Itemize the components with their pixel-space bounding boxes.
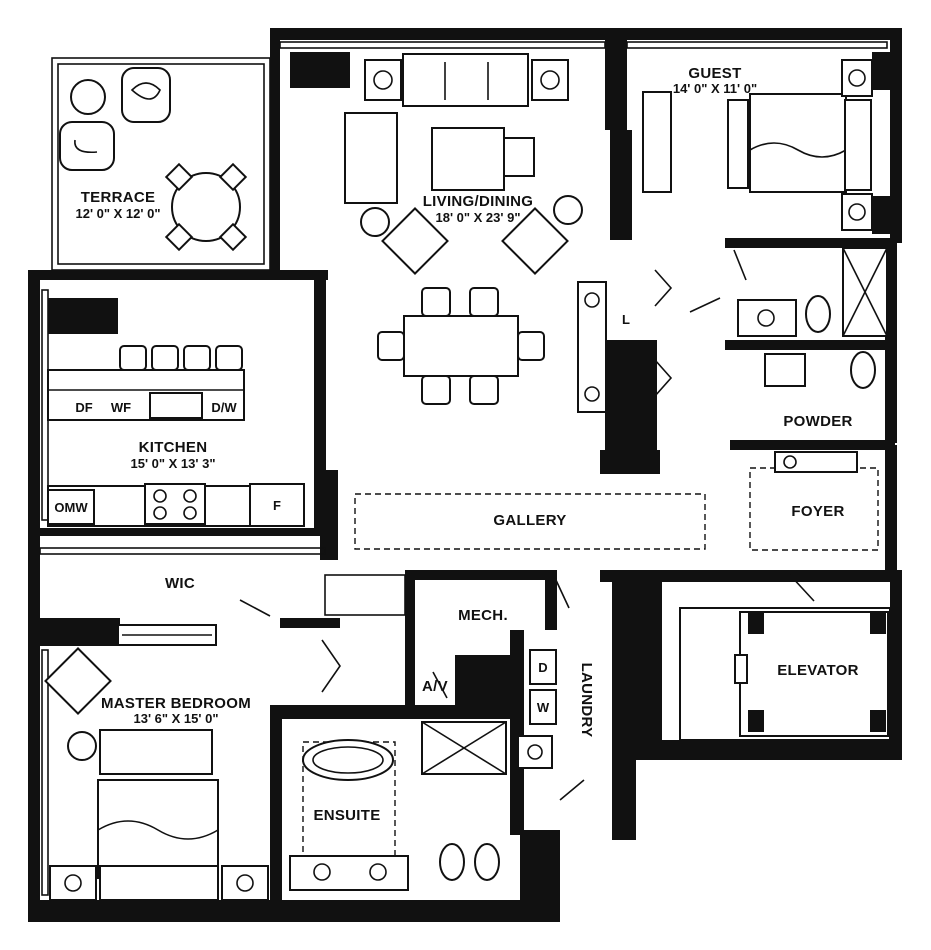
ensuite-fixtures: [289, 721, 507, 891]
kitchen-dims: 15' 0" X 13' 3": [130, 456, 215, 471]
gallery-foyer: [354, 451, 879, 551]
living-dining-dims: 18' 0" X 23' 9": [435, 210, 520, 225]
appliance-labels: DF WF D/W OMW F L D W: [54, 312, 630, 715]
appliance-linen: L: [622, 312, 630, 327]
appliance-fridge: F: [273, 498, 281, 513]
av-name: A/V: [422, 678, 448, 695]
kitchen-fixtures: [47, 298, 305, 527]
kitchen-name: KITCHEN: [139, 439, 208, 456]
appliance-dryer: D: [538, 660, 547, 675]
terrace-furniture: [59, 67, 248, 252]
wic-name: WIC: [165, 575, 195, 592]
foyer-name: FOYER: [791, 503, 844, 520]
terrace-dims: 12' 0" X 12' 0": [75, 206, 160, 221]
elevator: [679, 607, 891, 741]
appliance-df: DF: [75, 400, 92, 415]
exterior-walls: [28, 28, 902, 922]
guest-dims: 14' 0" X 11' 0": [673, 81, 757, 96]
laundry-fixtures: [517, 649, 557, 769]
room-labels: TERRACE 12' 0" X 12' 0" LIVING/DINING 18…: [75, 65, 858, 824]
appliance-wf: WF: [111, 400, 131, 415]
guest-bath-fixtures: [737, 247, 888, 389]
appliance-dw: D/W: [211, 400, 237, 415]
doors: [239, 249, 815, 801]
guest-name: GUEST: [688, 65, 741, 82]
appliance-omw: OMW: [54, 500, 88, 515]
appliance-washer: W: [537, 700, 550, 715]
guest-furniture: [642, 52, 890, 234]
powder-name: POWDER: [783, 413, 852, 430]
mech-name: MECH.: [458, 607, 508, 624]
interior-walls: [39, 40, 897, 905]
laundry-name: LAUNDRY: [578, 663, 595, 738]
master-bedroom-name: MASTER BEDROOM: [101, 695, 251, 712]
wic-fixtures: [117, 624, 217, 646]
living-furniture: [290, 52, 607, 413]
master-bedroom-dims: 13' 6" X 15' 0": [133, 711, 218, 726]
gallery-name: GALLERY: [493, 512, 566, 529]
living-dining-name: LIVING/DINING: [423, 193, 534, 210]
master-bedroom-furniture: [44, 647, 269, 901]
elevator-name: ELEVATOR: [777, 662, 859, 679]
terrace-name: TERRACE: [81, 189, 156, 206]
ensuite-name: ENSUITE: [313, 807, 380, 824]
